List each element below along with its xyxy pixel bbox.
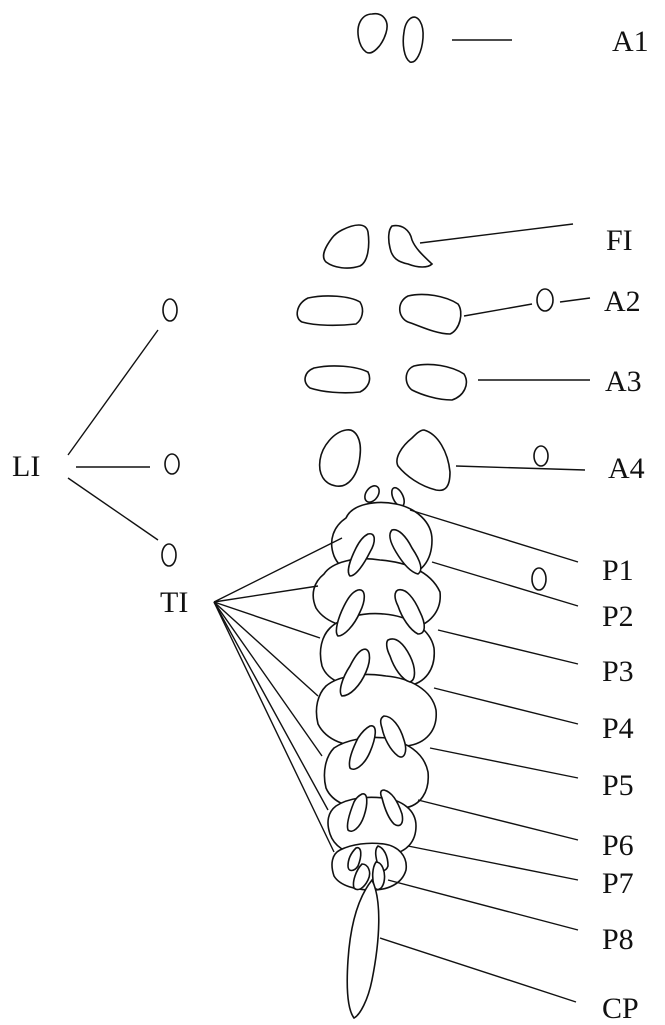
p2-leader-line	[432, 562, 578, 606]
a3-left-shape	[305, 366, 370, 393]
ti-leader-5	[214, 602, 322, 756]
li-oval-mid	[165, 454, 179, 474]
a3-structures	[305, 364, 466, 400]
p8-leader-line	[388, 880, 578, 930]
label-cp: CP	[602, 992, 639, 1025]
a3-right-shape	[406, 364, 466, 400]
label-p3: P3	[602, 655, 634, 688]
a4-left-shape	[320, 430, 361, 486]
label-p7: P7	[602, 867, 634, 900]
a2-structures	[297, 289, 553, 334]
fi-structures	[324, 225, 432, 268]
a2-leader-line-inner	[464, 304, 532, 316]
li-oval-bottom	[162, 544, 176, 566]
a1-left-shape	[358, 14, 387, 53]
label-p6: P6	[602, 829, 634, 862]
a1-structures	[358, 14, 423, 63]
label-ti: TI	[160, 586, 188, 619]
label-a1: A1	[612, 25, 649, 58]
label-p1: P1	[602, 554, 634, 587]
label-fi: FI	[606, 224, 633, 257]
p6-leader-line	[418, 800, 578, 840]
a2-left-shape	[297, 296, 362, 325]
p7-leader-line	[408, 846, 578, 880]
p4-leader-line	[434, 688, 578, 724]
body-segments	[313, 503, 440, 890]
label-p8: P8	[602, 923, 634, 956]
a1-right-shape	[403, 17, 423, 62]
cp-shape	[347, 880, 379, 1018]
a4-lateral-oval	[534, 446, 548, 466]
segment-p4	[316, 674, 436, 746]
label-p4: P4	[602, 712, 634, 745]
ti-leader-7	[214, 602, 334, 852]
p3-leader-line	[438, 630, 578, 664]
fi-left-shape	[324, 225, 369, 268]
label-a3: A3	[605, 365, 642, 398]
a2-lateral-oval	[537, 289, 553, 311]
a4-structures	[320, 430, 548, 491]
li-oval-top	[163, 299, 177, 321]
label-a4: A4	[608, 452, 645, 485]
p1-small-left	[362, 483, 382, 505]
p5-leader-line	[430, 748, 578, 778]
ti-leader-4	[214, 602, 318, 696]
fi-right-shape	[389, 226, 432, 267]
label-p2: P2	[602, 600, 634, 633]
p2-lateral-oval	[532, 568, 546, 590]
fi-leader-line	[420, 224, 573, 243]
a4-leader-line	[456, 466, 585, 470]
ti-leader-3	[214, 602, 320, 638]
a4-right-shape	[397, 430, 450, 490]
p1-leader-line	[410, 510, 578, 562]
ti-leader-6	[214, 602, 328, 810]
a2-right-shape	[400, 294, 461, 334]
label-a2: A2	[604, 285, 641, 318]
li-leader-bottom	[68, 478, 158, 540]
a2-leader-line-outer	[560, 298, 590, 302]
cp-leader-line	[380, 938, 576, 1002]
li-leader-top	[68, 330, 158, 455]
label-li: LI	[12, 450, 40, 483]
label-p5: P5	[602, 769, 634, 802]
